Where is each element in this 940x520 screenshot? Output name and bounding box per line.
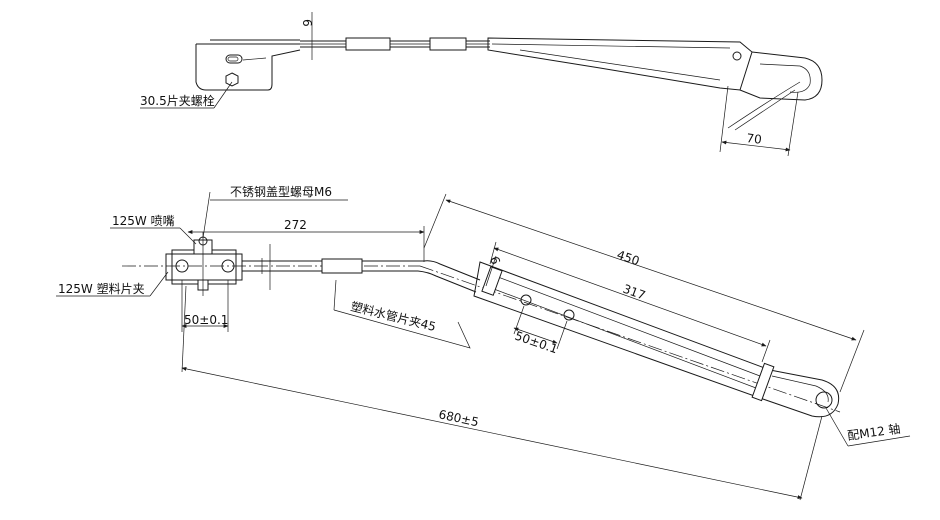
side-view: 6 70 30.5片夹螺栓 [140, 12, 823, 157]
hose-clip-top-1 [345, 37, 391, 51]
clip-block [195, 44, 301, 91]
dim-6-mid: 6 [487, 255, 503, 267]
dim-450: 450 [615, 248, 641, 269]
hose-clip-label: 塑料水管片夹45 [349, 298, 437, 334]
slot [225, 54, 243, 64]
dim-50-left: 50±0.1 [184, 313, 228, 327]
shaft-label: 配M12 轴 [846, 421, 901, 443]
bolt-label: 30.5片夹螺栓 [140, 93, 215, 108]
dim-70: 70 [746, 131, 763, 147]
hex-bolt [225, 72, 239, 87]
plastic-clip-block [165, 253, 243, 281]
dim-50-arm: 50±0.1 [513, 329, 560, 357]
pivot-hole [732, 51, 742, 61]
plan-view: 272 450 317 6 50±0.1 50±0.1 680±5 不锈钢盖型螺… [56, 185, 911, 501]
nut-label: 不锈钢盖型螺母M6 [230, 185, 332, 199]
nozzle-label: 125W 喷嘴 [112, 214, 175, 228]
arm-body [487, 37, 753, 91]
dim-317: 317 [621, 282, 647, 303]
hose-clip-top-2 [429, 37, 467, 51]
dim-272: 272 [284, 218, 307, 232]
dim-6-top: 6 [300, 19, 314, 27]
arm-head [739, 51, 823, 101]
hose-clip-plan [321, 258, 363, 274]
arm-eye [759, 369, 840, 418]
plastic-clip-label: 125W 塑料片夹 [58, 281, 145, 296]
